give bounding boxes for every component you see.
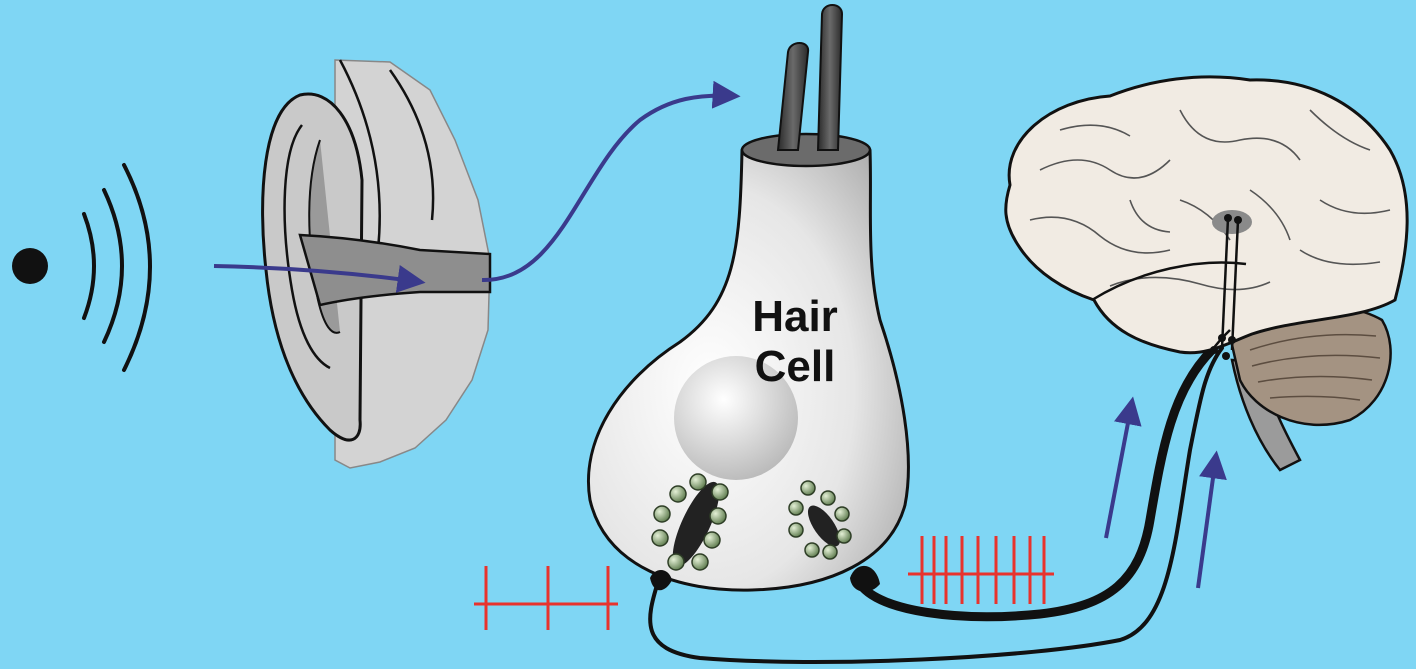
auditory-cortex (1212, 210, 1252, 234)
hair-cell-label: Hair Cell (730, 292, 860, 392)
signal-arrow-1 (1106, 402, 1132, 538)
sound-source (12, 248, 48, 284)
sound-waves (84, 165, 150, 370)
brain (1006, 77, 1407, 470)
signal-arrow-2 (1198, 456, 1216, 588)
cochlea-arrow (482, 96, 735, 280)
hair-cell-label-line2: Cell (730, 342, 860, 392)
stereocilia (778, 5, 842, 150)
spike-train-fast (908, 536, 1054, 604)
hair-cell-label-line1: Hair (730, 292, 860, 342)
spike-train-slow (474, 566, 618, 630)
